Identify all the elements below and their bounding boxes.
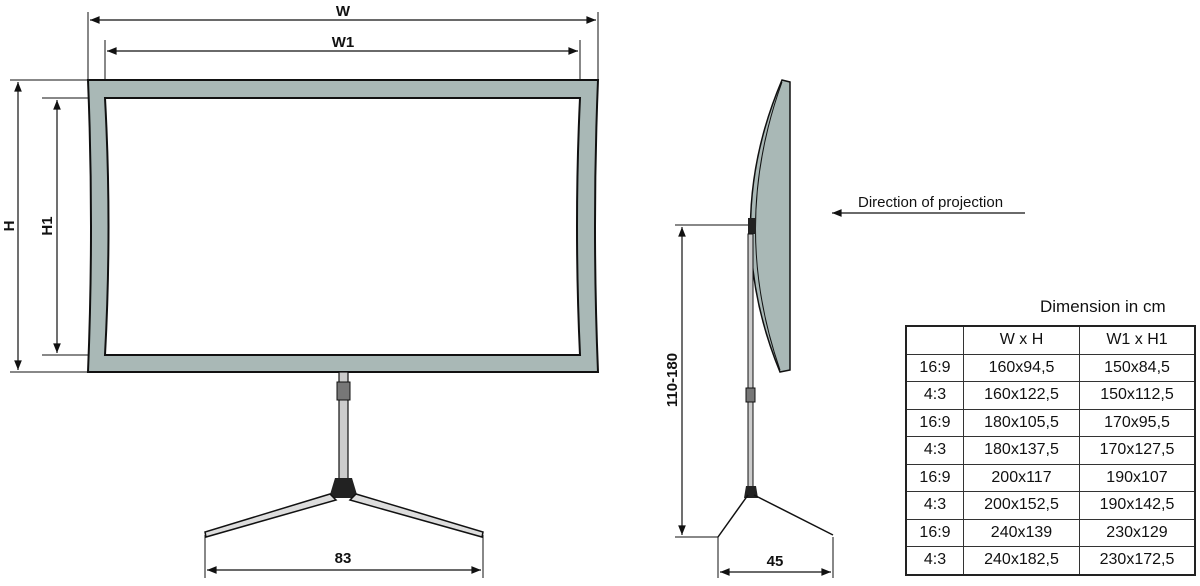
w1-x-h1-cell: 190x107 — [1079, 463, 1196, 492]
w1-x-h1-cell: 150x84,5 — [1079, 353, 1196, 382]
w-label: W — [336, 3, 351, 20]
table-header-row: W x H W1 x H1 — [905, 325, 1196, 355]
screen-frame — [86, 79, 600, 373]
w-x-h-cell: 180x137,5 — [963, 436, 1080, 465]
tripod-hub — [329, 478, 358, 498]
ratio-cell: 4:3 — [905, 546, 964, 575]
base-width-label: 83 — [335, 550, 352, 567]
w1-x-h1-cell: 150x112,5 — [1079, 381, 1196, 410]
w-x-h-cell: 240x139 — [963, 518, 1080, 547]
w1-x-h1-cell: 170x127,5 — [1079, 436, 1196, 465]
w-x-h-cell: 180x105,5 — [963, 408, 1080, 437]
h-label: H — [1, 221, 18, 232]
table-title: Dimension in cm — [1040, 297, 1166, 316]
ratio-cell: 16:9 — [905, 463, 964, 492]
w1-label: W1 — [332, 34, 355, 51]
height-range-label: 110-180 — [664, 353, 681, 407]
side-pole — [747, 233, 754, 491]
w-x-h-cell: 160x122,5 — [963, 381, 1080, 410]
w-x-h-cell: 200x117 — [963, 463, 1080, 492]
ratio-cell: 16:9 — [905, 353, 964, 382]
h1-label: H1 — [39, 216, 56, 235]
w1-x-h1-cell: 230x129 — [1079, 518, 1196, 547]
ratio-cell: 16:9 — [905, 518, 964, 547]
ratio-cell: 4:3 — [905, 491, 964, 520]
side-screen — [749, 79, 791, 373]
side-base-label: 45 — [767, 553, 784, 570]
w1-x-h1-cell: 230x172,5 — [1079, 546, 1196, 575]
ratio-cell: 4:3 — [905, 381, 964, 410]
tripod-legs — [204, 493, 484, 538]
w-x-h-cell: 160x94,5 — [963, 353, 1080, 382]
header-cell: W1 x H1 — [1079, 325, 1196, 355]
header-cell: W x H — [963, 325, 1080, 355]
projection-direction-label: Direction of projection — [858, 194, 1003, 211]
w-x-h-cell: 240x182,5 — [963, 546, 1080, 575]
side-clamp — [748, 218, 756, 234]
header-cell — [905, 325, 964, 355]
w1-x-h1-cell: 170x95,5 — [1079, 408, 1196, 437]
ratio-cell: 4:3 — [905, 436, 964, 465]
ratio-cell: 16:9 — [905, 408, 964, 437]
w1-x-h1-cell: 190x142,5 — [1079, 491, 1196, 520]
w-x-h-cell: 200x152,5 — [963, 491, 1080, 520]
side-tripod-legs — [717, 494, 834, 538]
pole-clamp — [336, 381, 351, 401]
